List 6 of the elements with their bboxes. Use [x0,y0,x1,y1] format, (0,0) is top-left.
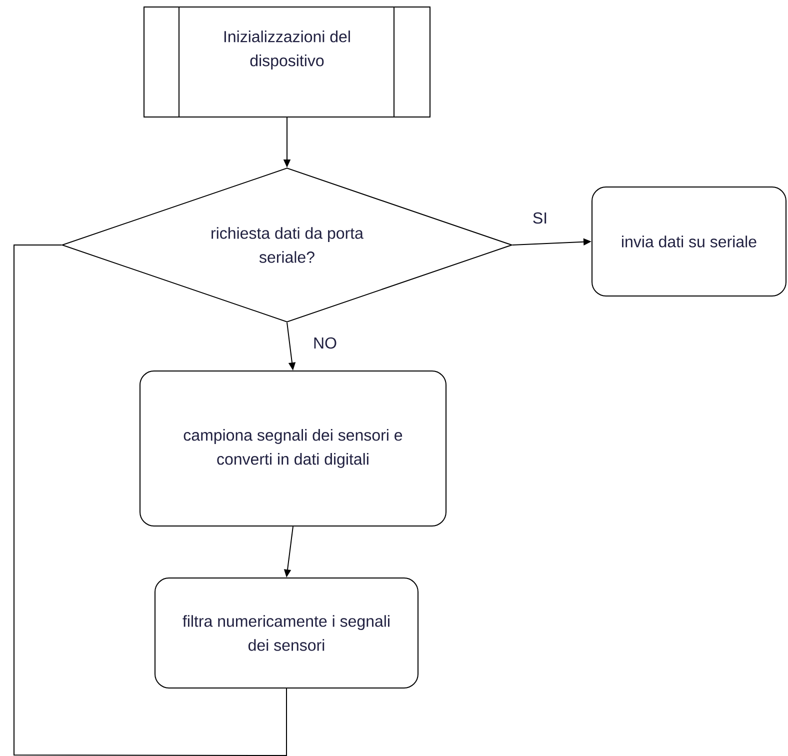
process-box: invia dati su seriale [592,186,786,296]
process-box: Inizializzazioni del dispositivo [144,6,430,118]
edge-label: SI [531,211,549,225]
process-box: campiona segnali dei sensori e converti in dati digitali [140,370,446,526]
edge-label: NO [312,336,338,350]
process-box: filtra numericamente i segnali dei sensori [154,578,418,688]
